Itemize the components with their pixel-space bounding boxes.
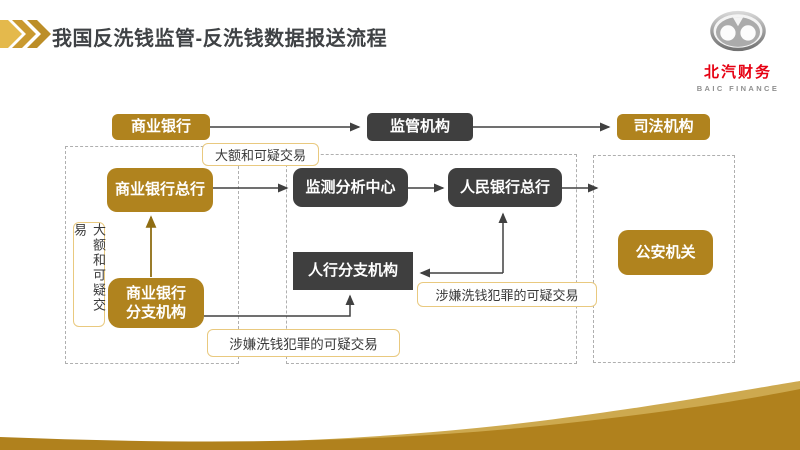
node-pboc-headquarters: 人民银行总行 (448, 168, 562, 207)
bottom-wave-decoration (0, 381, 800, 450)
logo-name-cn: 北汽财务 (703, 64, 772, 81)
node-regulator: 监管机构 (367, 113, 473, 141)
dashed-region-commercial-bank (65, 146, 239, 364)
node-commercial-bank-branch-line2: 分支机构 (125, 304, 186, 321)
page-title: 我国反洗钱监管-反洗钱数据报送流程 (52, 28, 388, 50)
dashed-region-public-security (593, 155, 735, 363)
node-commercial-bank-hq: 商业银行总行 (107, 168, 213, 212)
logo-name-en: BAIC FINANCE (696, 84, 780, 93)
dashed-region-pboc (286, 154, 577, 364)
node-commercial-bank-branch-line1: 商业银行 (125, 284, 186, 302)
node-judicial-authority: 司法机构 (617, 114, 710, 140)
chevrons-icon (0, 20, 51, 48)
baic-emblem-icon (710, 10, 766, 52)
node-monitoring-analysis-center: 监测分析中心 (293, 168, 408, 207)
node-commercial-bank: 商业银行 (112, 114, 210, 140)
node-pboc-branch: 人行分支机构 (293, 252, 413, 290)
label-large-suspicious-transactions: 大额和可疑交易 (202, 143, 319, 166)
label-large-suspicious-transactions-vertical: 大额和可疑交易 (72, 222, 106, 327)
label-money-laundering-suspicious-bottom: 涉嫌洗钱犯罪的可疑交易 (207, 329, 400, 357)
node-commercial-bank-branch: 商业银行 分支机构 (108, 278, 204, 328)
label-money-laundering-suspicious-right: 涉嫌洗钱犯罪的可疑交易 (417, 282, 597, 307)
baic-logo: 北汽财务 BAIC FINANCE (690, 8, 786, 93)
node-public-security: 公安机关 (618, 230, 713, 275)
